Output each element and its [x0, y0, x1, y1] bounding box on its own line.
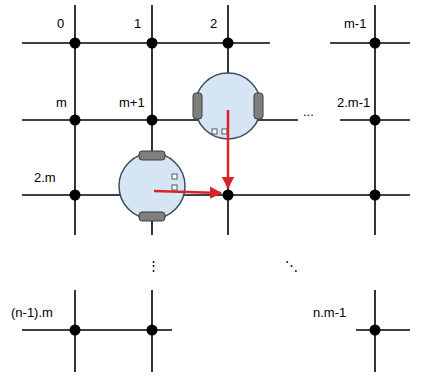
grid-dot	[370, 38, 381, 49]
motion-arrow	[154, 191, 221, 193]
robot-sensor	[212, 129, 217, 134]
robot-wheel	[139, 151, 165, 160]
node-index-label: 2	[209, 16, 218, 31]
grid-dot	[70, 38, 81, 49]
grid-dot	[370, 190, 381, 201]
robot-sensor	[222, 129, 227, 134]
grid-lines	[22, 5, 410, 372]
grid-dot	[70, 115, 81, 126]
node-index-label: 0	[56, 16, 65, 31]
robot-sensor	[172, 174, 177, 179]
robot-body	[119, 153, 185, 219]
grid-dot	[147, 325, 158, 336]
grid-dot	[147, 115, 158, 126]
node-index-label: m+1	[118, 95, 146, 110]
robot	[119, 151, 185, 221]
motion-arrow	[227, 110, 230, 188]
node-index-label: 2.m	[33, 170, 57, 185]
robot-wheel	[254, 93, 263, 119]
node-index-label: ...	[302, 104, 315, 119]
grid-dot	[223, 38, 234, 49]
node-index-label: n.m-1	[312, 305, 347, 320]
node-index-label: 2.m-1	[336, 95, 371, 110]
motion-arrows	[154, 110, 228, 193]
grid-dot	[147, 38, 158, 49]
grid-dot	[70, 325, 81, 336]
node-index-label: m	[55, 95, 68, 110]
node-index-label: ⋱	[284, 258, 299, 273]
grid-dot	[223, 190, 234, 201]
robot-sensor	[172, 185, 177, 190]
node-index-label: 1	[133, 16, 142, 31]
robot-wheel	[193, 93, 202, 119]
node-index-label: ⋮	[146, 258, 161, 273]
grid-line	[356, 329, 410, 331]
node-index-label: (n-1).m	[10, 305, 54, 320]
robot-wheel	[139, 212, 165, 221]
grid-dots	[70, 38, 381, 336]
grid-dot	[70, 190, 81, 201]
grid-dot	[370, 325, 381, 336]
node-index-label: m-1	[343, 16, 367, 31]
grid-dot	[370, 115, 381, 126]
